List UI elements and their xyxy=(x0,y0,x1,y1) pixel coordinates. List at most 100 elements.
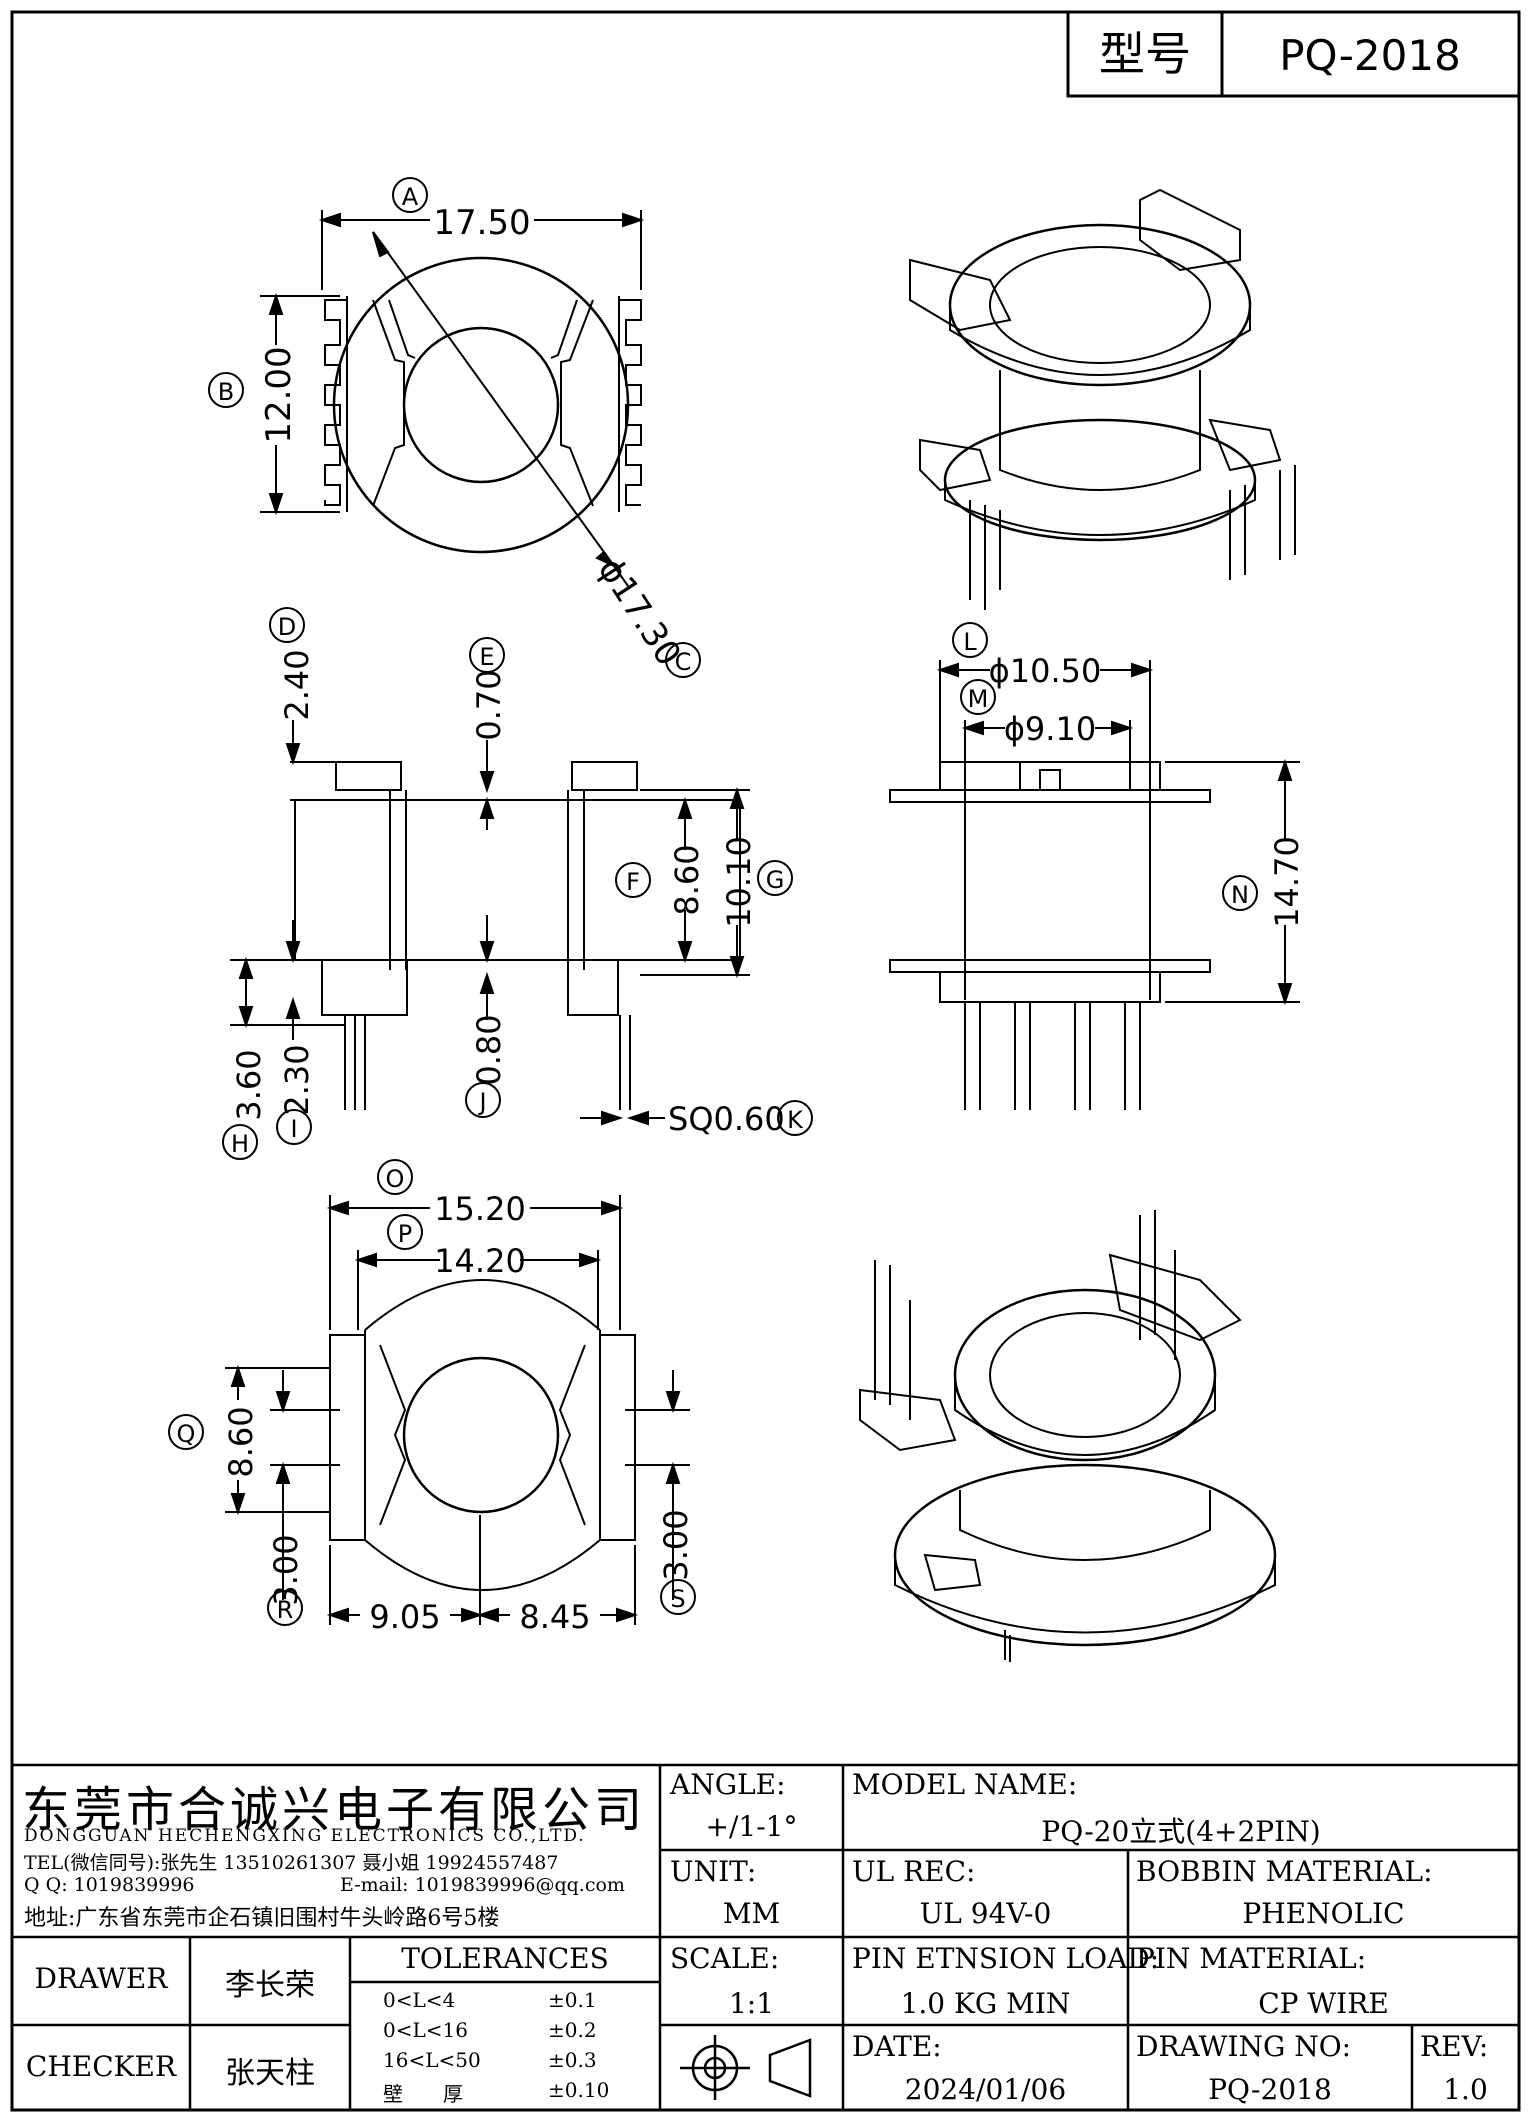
checker-label: CHECKER xyxy=(25,2050,177,2083)
dim-M-value: ϕ9.10 xyxy=(1004,710,1096,748)
callout-H: H xyxy=(222,1124,258,1160)
drawing-no-value: PQ-2018 xyxy=(1208,2073,1332,2106)
dim-bottom-left: 9.05 xyxy=(369,1598,440,1636)
drawer-label: DRAWER xyxy=(34,1962,168,1995)
callout-M: M xyxy=(960,679,996,715)
dim-N-value: 14.70 xyxy=(1268,836,1306,928)
drawer-value: 李长荣 xyxy=(225,1968,315,2003)
callout-E: E xyxy=(469,637,505,673)
dim-D-value: 2.40 xyxy=(278,649,316,720)
model-name-label: MODEL NAME: xyxy=(852,1768,1078,1801)
bobbin-label: BOBBIN MATERIAL: xyxy=(1136,1855,1433,1888)
svg-text:P: P xyxy=(398,1220,412,1248)
angle-value: +/1-1° xyxy=(705,1810,798,1843)
callout-N: N xyxy=(1222,875,1258,911)
view-iso-bottom xyxy=(859,1210,1277,1662)
svg-text:L: L xyxy=(963,628,977,656)
ul-value: UL 94V-0 xyxy=(919,1897,1052,1930)
tolerance-value-2: ±0.2 xyxy=(548,2018,597,2042)
dim-O-value: 15.20 xyxy=(434,1190,526,1228)
drawing-no-label: DRAWING NO: xyxy=(1136,2030,1352,2063)
callout-I: I xyxy=(276,1109,312,1145)
dim-I-value: 2.30 xyxy=(278,1044,316,1115)
angle-label: ANGLE: xyxy=(670,1768,786,1801)
svg-text:Q: Q xyxy=(177,1420,196,1448)
pin-load-label: PIN ETNSION LOAD: xyxy=(852,1942,1160,1975)
company-address: 地址:广东省东莞市企石镇旧围村牛头岭路6号5楼 xyxy=(24,1906,500,1931)
unit-value: MM xyxy=(722,1897,781,1930)
svg-text:O: O xyxy=(386,1165,405,1193)
tolerance-value-1: ±0.1 xyxy=(548,1988,597,2012)
header-model-label: 型号 xyxy=(1099,27,1191,81)
scale-value: 1:1 xyxy=(728,1987,775,2020)
callout-D: D xyxy=(269,607,305,643)
company-qq: Q Q: 1019839996 xyxy=(24,1874,195,1896)
tolerance-range-1: 0<L<4 xyxy=(383,1988,456,2012)
dim-P-value: 14.20 xyxy=(434,1242,526,1280)
svg-text:K: K xyxy=(787,1106,804,1134)
svg-text:D: D xyxy=(278,613,296,641)
svg-text:J: J xyxy=(477,1088,486,1116)
tolerances-label: TOLERANCES xyxy=(401,1942,609,1975)
pin-mat-value: CP WIRE xyxy=(1258,1987,1389,2020)
callout-P: P xyxy=(387,1214,423,1250)
svg-text:B: B xyxy=(218,378,234,406)
callout-L: L xyxy=(952,622,988,658)
dim-H-value: 3.60 xyxy=(230,1049,268,1120)
unit-label: UNIT: xyxy=(670,1855,757,1888)
checker-value: 张天柱 xyxy=(225,2056,315,2091)
callout-B: B xyxy=(208,372,244,408)
svg-text:E: E xyxy=(479,643,494,671)
svg-text:C: C xyxy=(675,648,692,676)
tolerance-range-3: 16<L<50 xyxy=(383,2048,481,2072)
svg-text:S: S xyxy=(670,1585,685,1613)
svg-text:I: I xyxy=(290,1115,297,1143)
tolerance-range-2: 0<L<16 xyxy=(383,2018,468,2042)
company-name-en: DONGGUAN HECHENGXING ELECTRONICS CO.,LTD… xyxy=(24,1826,586,1846)
title-block-grid xyxy=(12,1763,1519,2110)
model-name-value: PQ-20立式(4+2PIN) xyxy=(1041,1815,1321,1848)
callout-A: A xyxy=(392,177,428,213)
view-side-left: 2.40 0.70 8.60 10.10 3.60 2.30 xyxy=(230,649,785,1138)
svg-text:R: R xyxy=(277,1596,294,1624)
dim-bottom-right: 8.45 xyxy=(519,1598,590,1636)
scale-label: SCALE: xyxy=(670,1942,780,1975)
dim-L-value: ϕ10.50 xyxy=(989,652,1102,690)
svg-text:N: N xyxy=(1231,881,1249,909)
svg-text:F: F xyxy=(626,868,640,896)
sheet-border xyxy=(10,10,1521,2112)
callout-O: O xyxy=(377,1159,413,1195)
header-box xyxy=(1066,10,1521,98)
callout-G: G xyxy=(757,860,793,896)
dim-A-value: 17.50 xyxy=(433,203,530,243)
company-email: E-mail: 1019839996@qq.com xyxy=(340,1874,625,1896)
callout-J: J xyxy=(465,1082,501,1118)
dim-R-value: 3.00 xyxy=(267,1534,305,1605)
ul-label: UL REC: xyxy=(852,1855,976,1888)
callout-Q: Q xyxy=(168,1414,204,1450)
callout-K: K xyxy=(777,1100,813,1136)
callout-S: S xyxy=(660,1579,696,1615)
view-side-right: ϕ10.50 ϕ9.10 14.70 xyxy=(889,652,1306,1110)
callout-R: R xyxy=(267,1590,303,1626)
svg-text:A: A xyxy=(402,183,419,211)
svg-text:H: H xyxy=(231,1130,249,1158)
dim-S-value: 3.00 xyxy=(657,1509,695,1580)
date-label: DATE: xyxy=(852,2030,942,2063)
tolerance-value-4: ±0.10 xyxy=(548,2078,610,2102)
view-top-front: 17.50 12.00 ϕ17.30 xyxy=(259,203,689,673)
company-name-cn: 东莞市合诚兴电子有限公司 xyxy=(22,1782,647,1838)
dim-J-value: 0.80 xyxy=(470,1014,508,1085)
rev-value: 1.0 xyxy=(1443,2073,1488,2106)
tolerance-value-3: ±0.3 xyxy=(548,2048,597,2072)
dim-K-value: SQ0.60 xyxy=(668,1100,785,1138)
callout-F: F xyxy=(615,862,651,898)
dim-G-value: 10.10 xyxy=(720,836,758,928)
svg-text:M: M xyxy=(968,685,989,713)
dim-F-value: 8.60 xyxy=(668,844,706,915)
bobbin-value: PHENOLIC xyxy=(1242,1897,1405,1930)
dim-E-value: 0.70 xyxy=(470,669,508,740)
date-value: 2024/01/06 xyxy=(904,2073,1067,2106)
